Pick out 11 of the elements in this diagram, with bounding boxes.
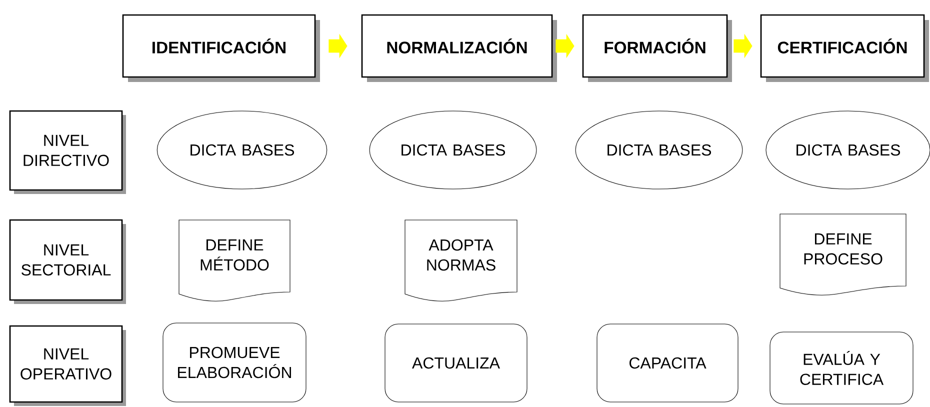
phase-box: CERTIFICACIÓN (760, 14, 930, 82)
level-box: NIVEL OPERATIVO (9, 325, 126, 406)
level-box: NIVEL DIRECTIVO (9, 110, 126, 194)
level-box: NIVEL SECTORIAL (9, 219, 126, 304)
phase-box: IDENTIFICACIÓN (122, 14, 320, 82)
rounded-box: ACTUALIZA (384, 324, 528, 402)
rounded-box: PROMUEVE ELABORACIÓN (162, 322, 306, 402)
rounded-box: CAPACITA (596, 324, 738, 402)
phase-box: FORMACIÓN (582, 14, 732, 82)
phase-box: NORMALIZACIÓN (361, 14, 557, 82)
rounded-box: EVALÚA Y CERTIFICA (770, 332, 914, 404)
